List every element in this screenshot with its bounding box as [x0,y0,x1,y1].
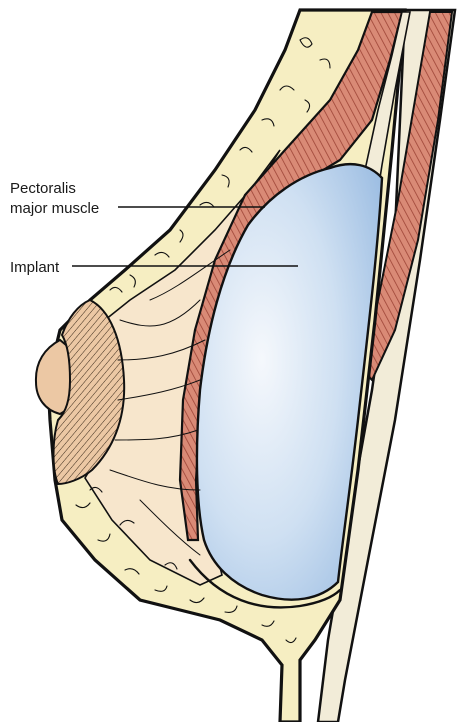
pectoralis-label-line1: Pectoralis [10,180,76,197]
pectoralis-label-line2: major muscle [10,200,99,217]
implant-label: Implant [10,259,60,276]
